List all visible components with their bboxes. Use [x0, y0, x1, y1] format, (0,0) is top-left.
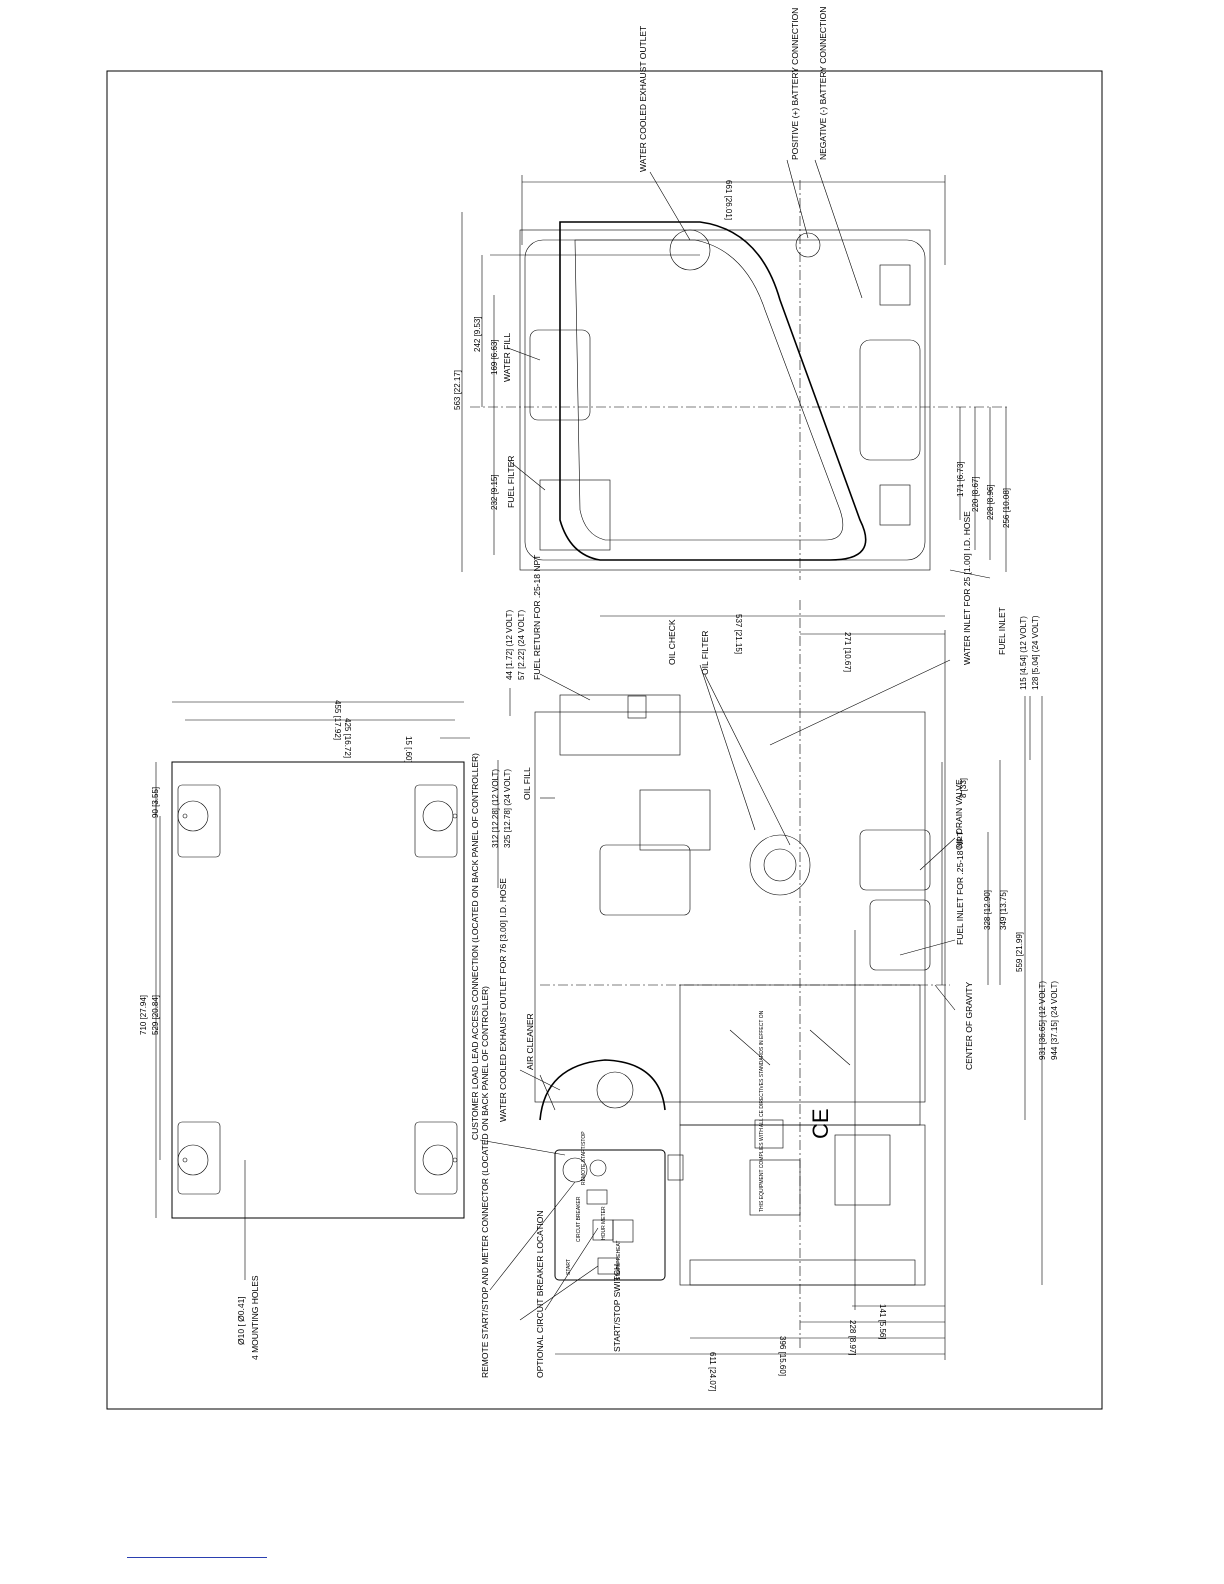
compliance-decal [749, 1159, 801, 1216]
mounting-holes-label: 4 MOUNTING HOLES [250, 1275, 260, 1360]
mounting-hole-icon [177, 800, 209, 832]
callout-oil-fill: OIL FILL [522, 767, 532, 800]
mounting-hole-icon [177, 1144, 209, 1176]
callout-wc-exhaust-top: WATER COOLED EXHAUST OUTLET [638, 26, 648, 172]
callout-fuel-return: FUEL RETURN FOR .25-18 NPT [532, 555, 542, 680]
dim-529: 529 [20.84] [151, 995, 160, 1035]
dim-455: 455 [17.92] [333, 700, 342, 740]
dim-931: 931 [36.65] (12 VOLT) [1038, 981, 1047, 1060]
dim-220: 220 [8.67] [971, 476, 980, 512]
dim-537: 537 [21.15] [734, 614, 743, 654]
dim-325: 325 [12.78] (24 VOLT) [503, 769, 512, 848]
callout-fuel-return-text: FUEL RETURN FOR .25-18 NPT [532, 555, 542, 680]
dim-710: 710 [27.94] [139, 995, 148, 1035]
dim-312: 312 [12.28] (12 VOLT) [491, 769, 500, 848]
dim-559: 559 [21.99] [1015, 932, 1024, 972]
dim-396: 396 [15.60] [778, 1336, 787, 1376]
mounting-hole-icon [422, 1144, 454, 1176]
panel-meter: HOUR METER [601, 1206, 607, 1240]
dim-15: 15 [.60] [404, 736, 413, 763]
warning-decal-icon [627, 695, 647, 719]
panel-stop: STOP/ PREHEAT [616, 1240, 622, 1280]
callout-oil-check: OIL CHECK [667, 619, 677, 665]
dim-232: 232 [9.15] [490, 474, 499, 510]
footer-rule [127, 1557, 267, 1558]
callout-air-cleaner: AIR CLEANER [525, 1013, 535, 1070]
callout-fuel-filter: FUEL FILTER [506, 456, 516, 508]
dim-228a: 228 [8.96] [986, 484, 995, 520]
dim-57: 57 [2.22] (24 VOLT) [517, 610, 526, 680]
callout-wc-exhaust-hose: WATER COOLED EXHAUST OUTLET FOR 76 [3.00… [498, 878, 508, 1122]
panel-start: START [566, 1259, 572, 1275]
dim-944: 944 [37.15] (24 VOLT) [1050, 981, 1059, 1060]
compliance-text: THIS EQUIPMENT COMPLIES WITH ALL CE DIRE… [759, 1010, 765, 1212]
callout-negative-battery: NEGATIVE (-) BATTERY CONNECTION [818, 7, 828, 160]
dim-44: 44 [1.72] (12 VOLT) [505, 610, 514, 680]
callout-water-fill: WATER FILL [502, 333, 512, 382]
panel-breaker: CIRCUIT BREAKER [576, 1196, 582, 1242]
dim-141: 141 [5.56] [878, 1304, 887, 1340]
callout-customer-load-lead-text: CUSTOMER LOAD LEAD ACCESS CONNECTION (LO… [470, 753, 480, 1140]
callout-fuel-inlet-npt: FUEL INLET FOR .25-18 NPT [955, 831, 965, 945]
callout-water-inlet: WATER INLET FOR 25 [1.00] I.D. HOSE [962, 511, 972, 665]
mounting-base-view [155, 701, 470, 1280]
dim-328: 328 [12.90] [983, 890, 992, 930]
dim-611: 611 [24.07] [708, 1352, 717, 1391]
dim-171: 171 [6.73] [956, 461, 965, 497]
controller-box [479, 1069, 684, 1321]
mounting-hole-icon [422, 800, 454, 832]
dim-563: 563 [22.17] [453, 370, 462, 410]
dim-661: 661 [26.01] [724, 180, 733, 220]
dim-115: 115 [4.54] (12 VOLT) [1019, 616, 1028, 690]
callout-customer-load-lead: CUSTOMER LOAD LEAD ACCESS CONNECTION (LO… [470, 753, 480, 1140]
callout-optional-breaker: OPTIONAL CIRCUIT BREAKER LOCATION [535, 1210, 545, 1378]
top-view [461, 159, 1010, 580]
panel-remote: REMOTE START/STOP [581, 1131, 587, 1185]
ce-mark-icon: CE [808, 1108, 833, 1139]
side-view: CE [497, 569, 1043, 1360]
callout-remote-start-stop: REMOTE START/STOP AND METER CONNECTOR (L… [480, 986, 490, 1378]
dim-169: 169 [6.63] [490, 339, 499, 375]
dim-425: 425 [16.72] [343, 718, 352, 758]
dim-8: 8 [33] [959, 778, 968, 798]
callout-start-stop-switch: START/STOP SWITCH [612, 1264, 622, 1352]
callout-positive-battery: POSITIVE (+) BATTERY CONNECTION [790, 8, 800, 160]
dim-90: 90 [3.55] [151, 787, 160, 818]
dim-128: 128 [5.04] (24 VOLT) [1031, 615, 1040, 690]
dim-271: 271 [10.67] [843, 632, 852, 672]
callout-oil-filter: OIL FILTER [700, 631, 710, 675]
mounting-hole-dia: Ø10 [ Ø0.41] [236, 1296, 246, 1345]
dim-349: 349 [13.75] [999, 890, 1008, 930]
callout-center-of-gravity: CENTER OF GRAVITY [964, 982, 974, 1070]
drawing-border [106, 70, 1103, 1410]
callout-fuel-inlet-top: FUEL INLET [997, 607, 1007, 655]
callout-oil-drain-valve: OIL DRAIN VALVE [954, 779, 964, 850]
dim-228b: 228 [8.97] [848, 1320, 857, 1356]
dim-242: 242 [9.53] [473, 316, 482, 352]
dim-256: 256 [10.08] [1002, 488, 1011, 528]
